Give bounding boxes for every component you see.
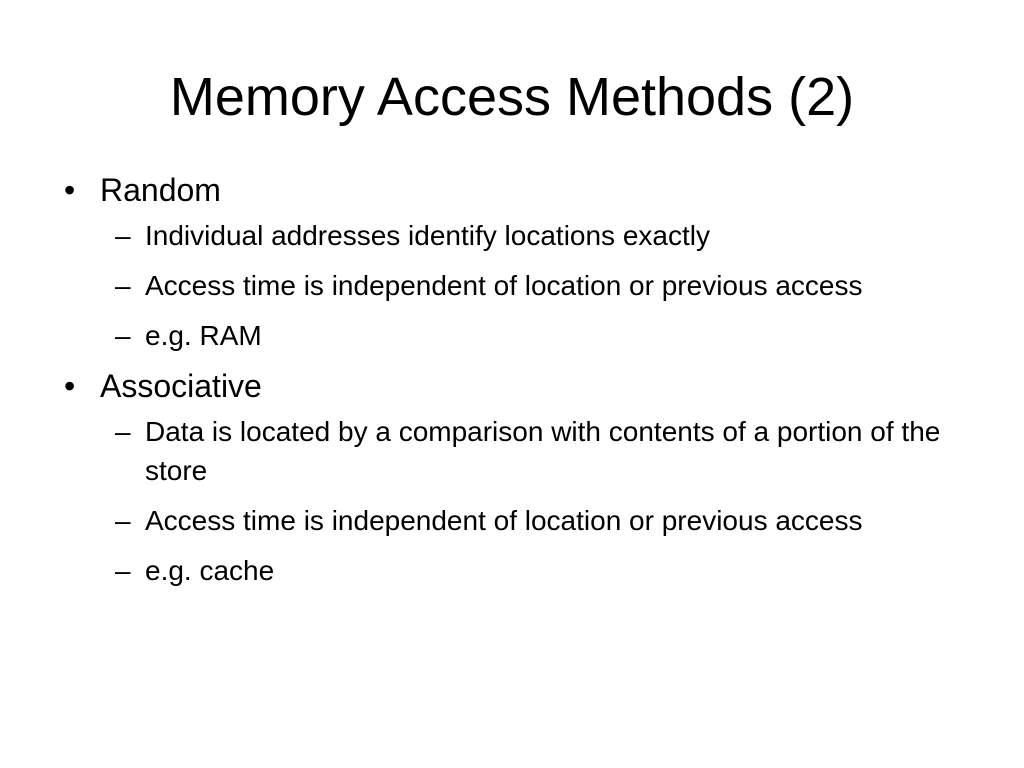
bullet-label: Associative [100,368,262,404]
sublist-random: – Individual addresses identify location… [58,216,958,355]
bullet-icon: • [64,368,76,404]
list-item-text: Access time is independent of location o… [145,270,863,301]
bullet-associative: • Associative [58,366,958,406]
dash-icon: – [115,555,131,586]
list-item-text: e.g. RAM [145,320,262,351]
list-item-text: Individual addresses identify locations … [145,220,710,251]
dash-icon: – [115,270,131,301]
list-item: – Access time is independent of location… [58,501,958,540]
list-item: – e.g. cache [58,551,958,590]
list-item: – e.g. RAM [58,316,958,355]
list-item: – Access time is independent of location… [58,266,958,305]
bullet-label: Random [100,172,221,208]
dash-icon: – [115,505,131,536]
list-item-text: Data is located by a comparison with con… [145,416,941,486]
list-item: – Data is located by a comparison with c… [58,412,958,490]
slide-content: • Random – Individual addresses identify… [58,170,958,601]
list-item-text: e.g. cache [145,555,275,586]
list-item-text: Access time is independent of location o… [145,505,863,536]
dash-icon: – [115,220,131,251]
bullet-random: • Random [58,170,958,210]
dash-icon: – [115,416,131,447]
slide-title: Memory Access Methods (2) [169,67,855,127]
list-item: – Individual addresses identify location… [58,216,958,255]
bullet-icon: • [64,172,76,208]
dash-icon: – [115,320,131,351]
sublist-associative: – Data is located by a comparison with c… [58,412,958,590]
